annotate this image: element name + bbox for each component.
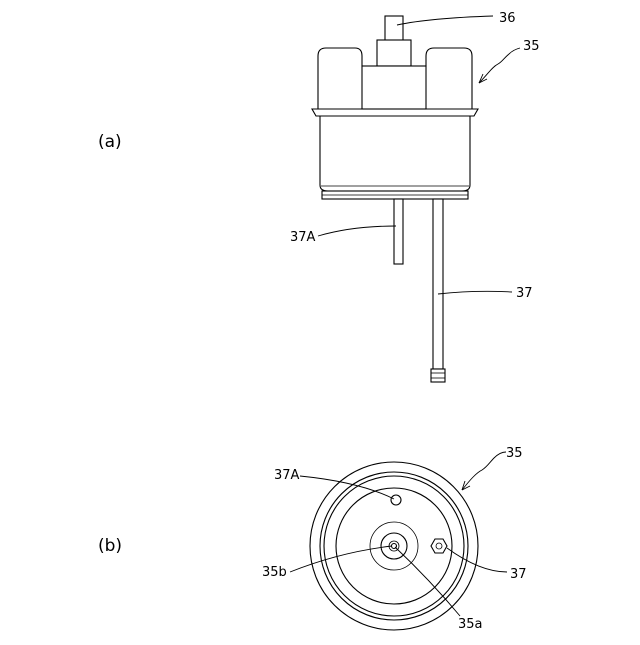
label-35-top: 35: [523, 39, 540, 54]
figure-a: (a) 36: [98, 11, 540, 382]
label-37a-bottom: 37A: [274, 468, 300, 483]
label-36: 36: [499, 11, 516, 26]
label-35b: 35b: [262, 565, 287, 580]
actuator-top-view: [310, 462, 478, 630]
figure-a-caption: (a): [98, 132, 122, 152]
nut-37: [431, 539, 447, 553]
label-37-bottom: 37: [510, 567, 527, 582]
label-37-top: 37: [516, 286, 533, 301]
leader-37-top: [438, 291, 512, 294]
rod-37: [431, 199, 445, 382]
leader-36: [397, 16, 493, 25]
label-35a: 35a: [458, 617, 483, 632]
figure-b-caption: (b): [98, 536, 122, 556]
leader-37a-top: [318, 226, 396, 236]
rod-37a: [394, 199, 403, 264]
actuator-body: [320, 116, 470, 199]
leader-35b: [290, 546, 392, 572]
label-35-bottom: 35: [506, 446, 523, 461]
leader-37a-bottom: [300, 476, 394, 499]
label-37a-top: 37A: [290, 230, 316, 245]
leader-35-bottom: [462, 452, 506, 490]
figure-b: (b) 37A 35 37 35b 35a: [98, 446, 527, 632]
hole-37a: [391, 495, 401, 505]
leader-35a: [395, 547, 460, 616]
leader-35-top: [479, 48, 520, 83]
